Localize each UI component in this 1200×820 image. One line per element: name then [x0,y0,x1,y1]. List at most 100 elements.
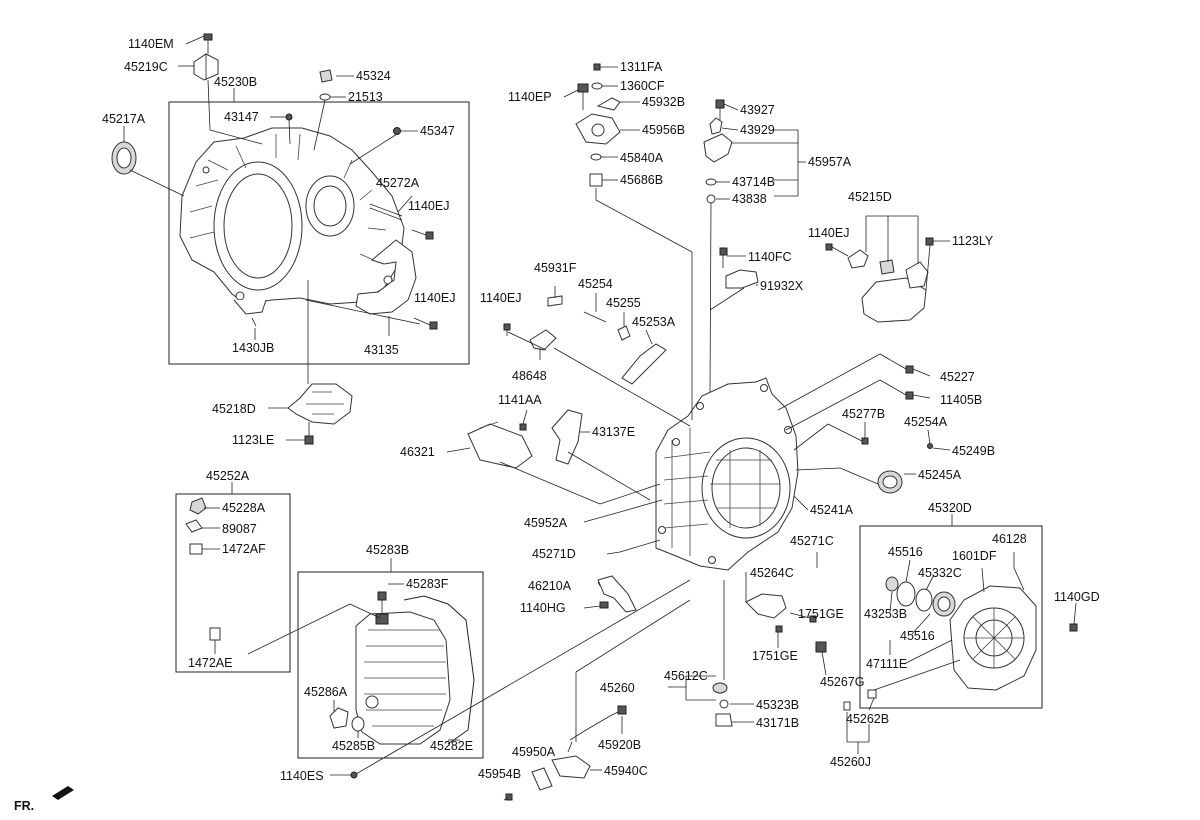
part-label-43253b: 43253B [864,607,907,621]
part-label-1140fc: 1140FC [748,250,792,264]
part-label-1123le: 1123LE [232,433,274,447]
cooler-hose-part [185,497,221,641]
bolt-1140em-part [203,33,213,54]
plug-43147-part [285,113,293,121]
cover-43137e-part [519,409,583,465]
pin-1430jb-part [251,317,257,327]
part-label-45264c: 45264C [750,566,794,580]
oil-strainer-part [467,421,533,469]
part-label-45347: 45347 [420,124,455,138]
part-label-45283f: 45283F [406,577,449,591]
part-label-45219c: 45219C [124,60,168,74]
part-label-45286a: 45286A [304,685,348,699]
part-label-45254: 45254 [578,277,613,291]
part-label-1311fa: 1311FA [620,60,663,74]
bracket-45219c-part [193,53,219,81]
part-label-45277b: 45277B [842,407,885,421]
shift-linkage-parts [503,295,667,385]
bracket-45215d-part [825,237,934,323]
lower-center-parts [597,575,877,727]
part-label-45241a: 45241A [810,503,854,517]
main-case-part [655,377,799,571]
bolt-11405b-part [905,391,914,400]
part-label-45252a: 45252A [206,469,250,483]
bracket-91932x-part [719,247,759,289]
part-label-43714b: 43714B [732,175,775,189]
part-label-43147: 43147 [224,110,259,124]
part-label-45320d: 45320D [928,501,972,515]
frame-converter-housing [168,101,470,365]
part-label-43927: 43927 [740,103,775,117]
part-label-1140hg: 1140HG [520,601,566,615]
part-label-48648: 48648 [512,369,547,383]
part-label-1140ej-upper: 1140EJ [408,199,449,213]
part-label-45952a: 45952A [524,516,568,530]
part-label-46321: 46321 [400,445,435,459]
part-label-1141aa: 1141AA [498,393,542,407]
valve-body-cover-part [329,591,475,745]
top-center-small-parts [575,63,621,187]
part-label-45255: 45255 [606,296,641,310]
part-label-1430jb: 1430JB [232,341,274,355]
front-direction-indicator: FR. [14,786,74,813]
bolt-45277b-part [861,437,869,445]
part-label-1360cf: 1360CF [620,79,665,93]
part-label-45227: 45227 [940,370,975,384]
part-labels: 1140EM 45219C 45230B 45324 21513 43147 4… [102,37,1100,783]
part-label-1140ep: 1140EP [508,90,552,104]
part-label-45260j: 45260J [830,755,871,769]
part-label-45230b: 45230B [214,75,257,89]
converter-housing-part [179,127,405,315]
part-label-45516-lower: 45516 [900,629,935,643]
part-label-45253a: 45253A [632,315,676,329]
pin-45249b-part [927,443,933,449]
part-label-1140es: 1140ES [280,769,324,783]
part-label-45254a: 45254A [904,415,948,429]
part-label-45956b: 45956B [642,123,685,137]
part-label-45249b: 45249B [952,444,995,458]
part-label-43135: 43135 [364,343,399,357]
part-label-45283b: 45283B [366,543,409,557]
part-label-89087: 89087 [222,522,257,536]
part-label-46128: 46128 [992,532,1027,546]
bolt-1140gd-part [1069,623,1078,632]
seal-45245a-part [877,470,903,494]
rear-cover-part [885,576,1037,691]
part-label-45954b: 45954B [478,767,521,781]
part-label-45950a: 45950A [512,745,556,759]
bracket-45218d-part [287,383,353,425]
part-label-43171b: 43171B [756,716,799,730]
part-label-1472ae: 1472AE [188,656,232,670]
part-label-1751ge-lower: 1751GE [752,649,798,663]
part-label-45218d: 45218D [212,402,256,416]
seal-45217a-part [111,141,137,175]
part-label-45260: 45260 [600,681,635,695]
right-top-small-parts [703,99,733,204]
frame-rear-cover [859,525,1043,709]
part-label-45332c: 45332C [918,566,962,580]
part-label-45271d: 45271D [532,547,576,561]
direction-label: FR. [14,799,34,813]
part-label-45686b: 45686B [620,173,663,187]
part-label-45932b: 45932B [642,95,685,109]
part-label-45245a: 45245A [918,468,962,482]
bolt-45227-part [905,365,914,374]
shield-43135-part [355,239,417,315]
part-label-1140gd: 1140GD [1054,590,1100,604]
part-label-11405b: 11405B [940,393,982,407]
frame-oil-cooler-hose [175,493,291,673]
leader-lines [123,35,1077,801]
part-label-45920b: 45920B [598,738,641,752]
part-label-45285b: 45285B [332,739,375,753]
part-label-21513: 21513 [348,90,383,104]
part-label-1140ej-bracket: 1140EJ [808,226,849,240]
frame-valve-cover [297,571,484,759]
part-label-45323b: 45323B [756,698,799,712]
part-label-45215d: 45215D [848,190,892,204]
group-frames [168,88,1043,759]
part-label-91932x: 91932X [760,279,804,293]
part-label-1123ly: 1123LY [952,234,994,248]
part-label-1601df: 1601DF [952,549,997,563]
part-label-45324: 45324 [356,69,391,83]
bolt-1140ej-lower-part [413,317,438,330]
